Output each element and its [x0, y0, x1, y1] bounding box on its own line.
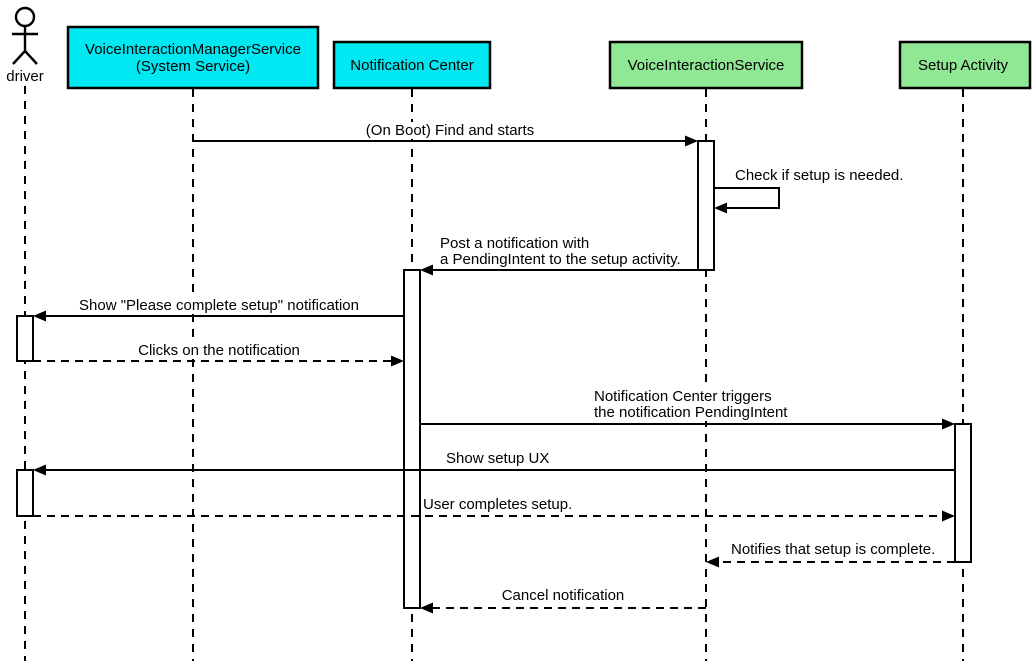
message-label-post-notification-pendingintent-background — [438, 235, 592, 252]
actor-leg-left-icon — [12, 50, 26, 65]
participant-box-voice-interaction-service — [608, 40, 804, 90]
participant-label-setup-activity: Setup Activity — [918, 57, 1009, 74]
activation-bar-driver — [16, 315, 34, 362]
arrowhead-icon-cancel-notification — [420, 602, 433, 614]
arrowhead-icon-show-setup-ux — [33, 464, 46, 476]
arrowhead-icon-user-completes-setup — [942, 510, 955, 522]
message-label-cancel-notification: Cancel notification — [502, 587, 625, 604]
message-label-notifies-setup-is-complete-background — [729, 541, 938, 558]
message-label-nc-triggers-pendingintent: Notification Center triggers — [594, 388, 772, 405]
arrowhead-icon-on-boot-find-and-starts — [685, 135, 698, 147]
message-label-notifies-setup-is-complete: Notifies that setup is complete. — [731, 541, 935, 558]
actor-leg-right-icon — [24, 50, 38, 65]
activation-bar-driver — [16, 469, 34, 517]
message-label-check-if-setup-is-needed: Check if setup is needed. — [735, 167, 903, 184]
arrowhead-icon-notifies-setup-is-complete — [706, 556, 719, 568]
arrowhead-icon-check-if-setup-is-needed — [714, 202, 727, 214]
activation-bar-voice-interaction-service — [697, 140, 715, 271]
activation-bar-setup-activity — [954, 423, 972, 563]
actor-head-icon — [14, 6, 36, 28]
participant-label-notification-center: Notification Center — [350, 57, 473, 74]
message-label-show-please-complete-setup-background — [77, 297, 361, 314]
message-label-post-notification-pendingintent: Post a notification with — [440, 235, 589, 252]
arrowhead-icon-post-notification-pendingintent — [420, 264, 433, 276]
message-label-user-completes-setup-background — [421, 496, 575, 513]
message-label-on-boot-find-and-starts-background — [363, 122, 537, 139]
message-line-check-if-setup-is-needed — [714, 187, 780, 209]
arrowhead-icon-clicks-on-the-notification — [391, 355, 404, 367]
message-label-on-boot-find-and-starts: (On Boot) Find and starts — [366, 122, 534, 139]
message-label-post-notification-pendingintent-background — [438, 251, 683, 268]
participant-box-voice-interaction-manager-service — [66, 25, 320, 90]
actor-label-driver: driver — [6, 68, 44, 85]
message-label-nc-triggers-pendingintent: the notification PendingIntent — [594, 404, 788, 421]
message-label-nc-triggers-pendingintent-background — [592, 388, 774, 405]
arrowhead-icon-nc-triggers-pendingintent — [942, 418, 955, 430]
participant-box-notification-center — [332, 40, 492, 90]
message-label-cancel-notification-background — [499, 587, 627, 604]
participant-label-voice-interaction-manager-service: (System Service) — [136, 58, 250, 75]
message-label-check-if-setup-is-needed-background — [733, 167, 906, 184]
message-label-clicks-on-the-notification-background — [136, 342, 302, 359]
message-label-user-completes-setup: User completes setup. — [423, 496, 572, 513]
message-label-nc-triggers-pendingintent-background — [592, 404, 791, 421]
activation-bar-notification-center — [403, 269, 421, 609]
arrowhead-icon-show-please-complete-setup — [33, 310, 46, 322]
message-label-clicks-on-the-notification: Clicks on the notification — [138, 342, 300, 359]
message-label-show-setup-ux-background — [444, 450, 552, 467]
message-label-show-please-complete-setup: Show "Please complete setup" notificatio… — [79, 297, 359, 314]
participant-label-voice-interaction-manager-service: VoiceInteractionManagerService — [85, 41, 301, 58]
message-label-post-notification-pendingintent: a PendingIntent to the setup activity. — [440, 251, 681, 268]
participant-box-setup-activity — [898, 40, 1032, 90]
message-label-show-setup-ux: Show setup UX — [446, 450, 549, 467]
participant-label-voice-interaction-service: VoiceInteractionService — [628, 57, 785, 74]
